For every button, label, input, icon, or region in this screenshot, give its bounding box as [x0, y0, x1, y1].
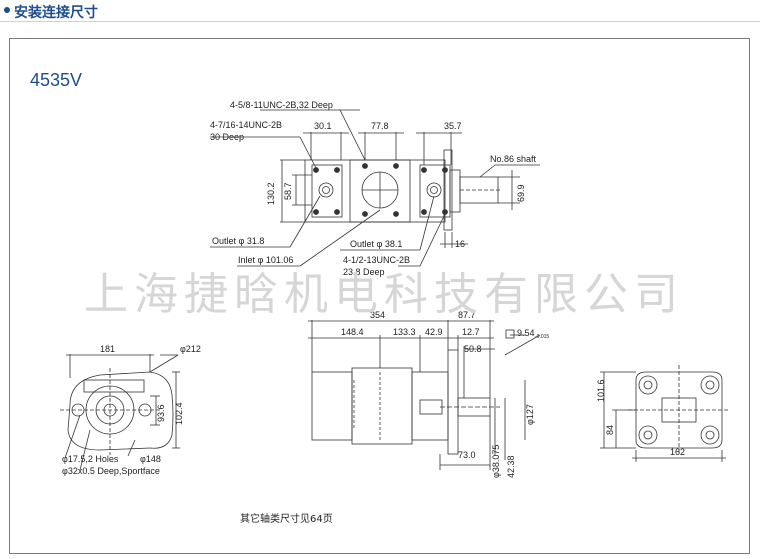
dim-30-1: 30.1	[314, 121, 332, 131]
shaft-note: No.86 shaft	[490, 154, 537, 164]
dim-130-2: 130.2	[266, 182, 276, 205]
dim-12-7: 12.7	[462, 327, 480, 337]
dim-354: 354	[370, 310, 385, 320]
dim-148: φ148	[140, 454, 161, 464]
header-divider	[0, 21, 760, 22]
section-title: 安装连接尺寸	[14, 5, 98, 21]
dim-35-7: 35.7	[444, 121, 462, 131]
front-view-outlet-housing	[311, 371, 353, 441]
dim-50-8: 50.8	[464, 344, 482, 354]
dim-212: φ212	[180, 344, 201, 354]
spotface-note: φ32x0.5 Deep,Sportface	[62, 466, 160, 476]
front-view-body	[351, 367, 413, 445]
note-ports-a: 4-5/8-11UNC-2B,32 Deep	[230, 100, 333, 110]
outlet-31-8: Outlet φ 31.8	[212, 236, 264, 246]
right-view-port-4	[700, 425, 720, 445]
right-view-port-1	[638, 375, 658, 395]
dim-93-6: 93.6	[156, 404, 166, 422]
right-view-body	[635, 371, 723, 449]
dim-162: 162	[670, 447, 685, 457]
dim-87-7: 87.7	[458, 310, 476, 320]
right-view-port-3	[638, 425, 658, 445]
watermark: 上海捷晗机电科技有限公司	[84, 269, 684, 320]
front-view: 354 87.7 148.4 133.3 42.9 12.7 9.54 -0.0…	[308, 310, 549, 478]
left-view: 181 φ212 93.6 102.4 φ17.5,2 Holes φ148 φ…	[60, 344, 201, 476]
outlet-port-small-inner	[322, 186, 330, 194]
right-view: 101.6 84 162	[596, 365, 730, 462]
front-view-port	[419, 399, 443, 415]
front-view-housing-2	[411, 371, 449, 441]
dim-38-075: φ38.075	[491, 445, 501, 478]
dim-58-7: 58.7	[283, 182, 293, 200]
note-ports-c2: 23.8 Deep	[343, 267, 385, 277]
dim-102-4: 102.4	[174, 402, 184, 425]
note-ports-b1: 4-7/16-14UNC-2B	[210, 120, 282, 130]
dim-127: φ127	[525, 404, 535, 425]
model-number: 4535V	[30, 70, 83, 90]
dim-9-54: 9.54	[517, 328, 535, 338]
top-view-flange	[449, 169, 461, 213]
note-ports-c1: 4-1/2-13UNC-2B	[343, 255, 410, 265]
dim-84: 84	[605, 425, 615, 435]
dim-101-6: 101.6	[596, 379, 606, 402]
section-header: 安装连接尺寸	[0, 0, 760, 24]
top-view: 4-5/8-11UNC-2B,32 Deep 4-7/16-14UNC-2B 3…	[210, 100, 540, 277]
dim-148-4: 148.4	[341, 327, 364, 337]
dim-133-3: 133.3	[393, 327, 416, 337]
top-view-inlet-block	[349, 159, 411, 223]
inlet-101-06: Inlet φ 101.06	[238, 255, 293, 265]
dim-73-0: 73.0	[458, 450, 476, 460]
dim-42-38: 42.38	[506, 455, 516, 478]
right-view-port-2	[700, 375, 720, 395]
dim-69-9: 69.9	[516, 184, 526, 202]
outlet-38-1: Outlet φ 38.1	[350, 239, 402, 249]
dim-42-9: 42.9	[425, 327, 443, 337]
holes-note: φ17.5,2 Holes	[62, 454, 119, 464]
top-view-outlet-block	[311, 164, 343, 218]
outlet-port-small	[318, 182, 334, 198]
front-view-flange	[447, 349, 459, 455]
outlet-port-large	[426, 182, 442, 198]
dim-9-54-tol: -0.015	[535, 334, 549, 340]
drawing-frame	[9, 38, 750, 554]
top-view-mount-ear	[443, 149, 453, 231]
bullet-icon	[4, 7, 10, 13]
dim-181: 181	[100, 344, 115, 354]
left-view-flange	[67, 371, 174, 451]
note-ports-b2: 30 Deep	[210, 132, 244, 142]
dim-77-8: 77.8	[371, 121, 389, 131]
dim-16: 16	[455, 239, 465, 249]
footer-note: 其它轴类尺寸见64页	[240, 514, 333, 525]
